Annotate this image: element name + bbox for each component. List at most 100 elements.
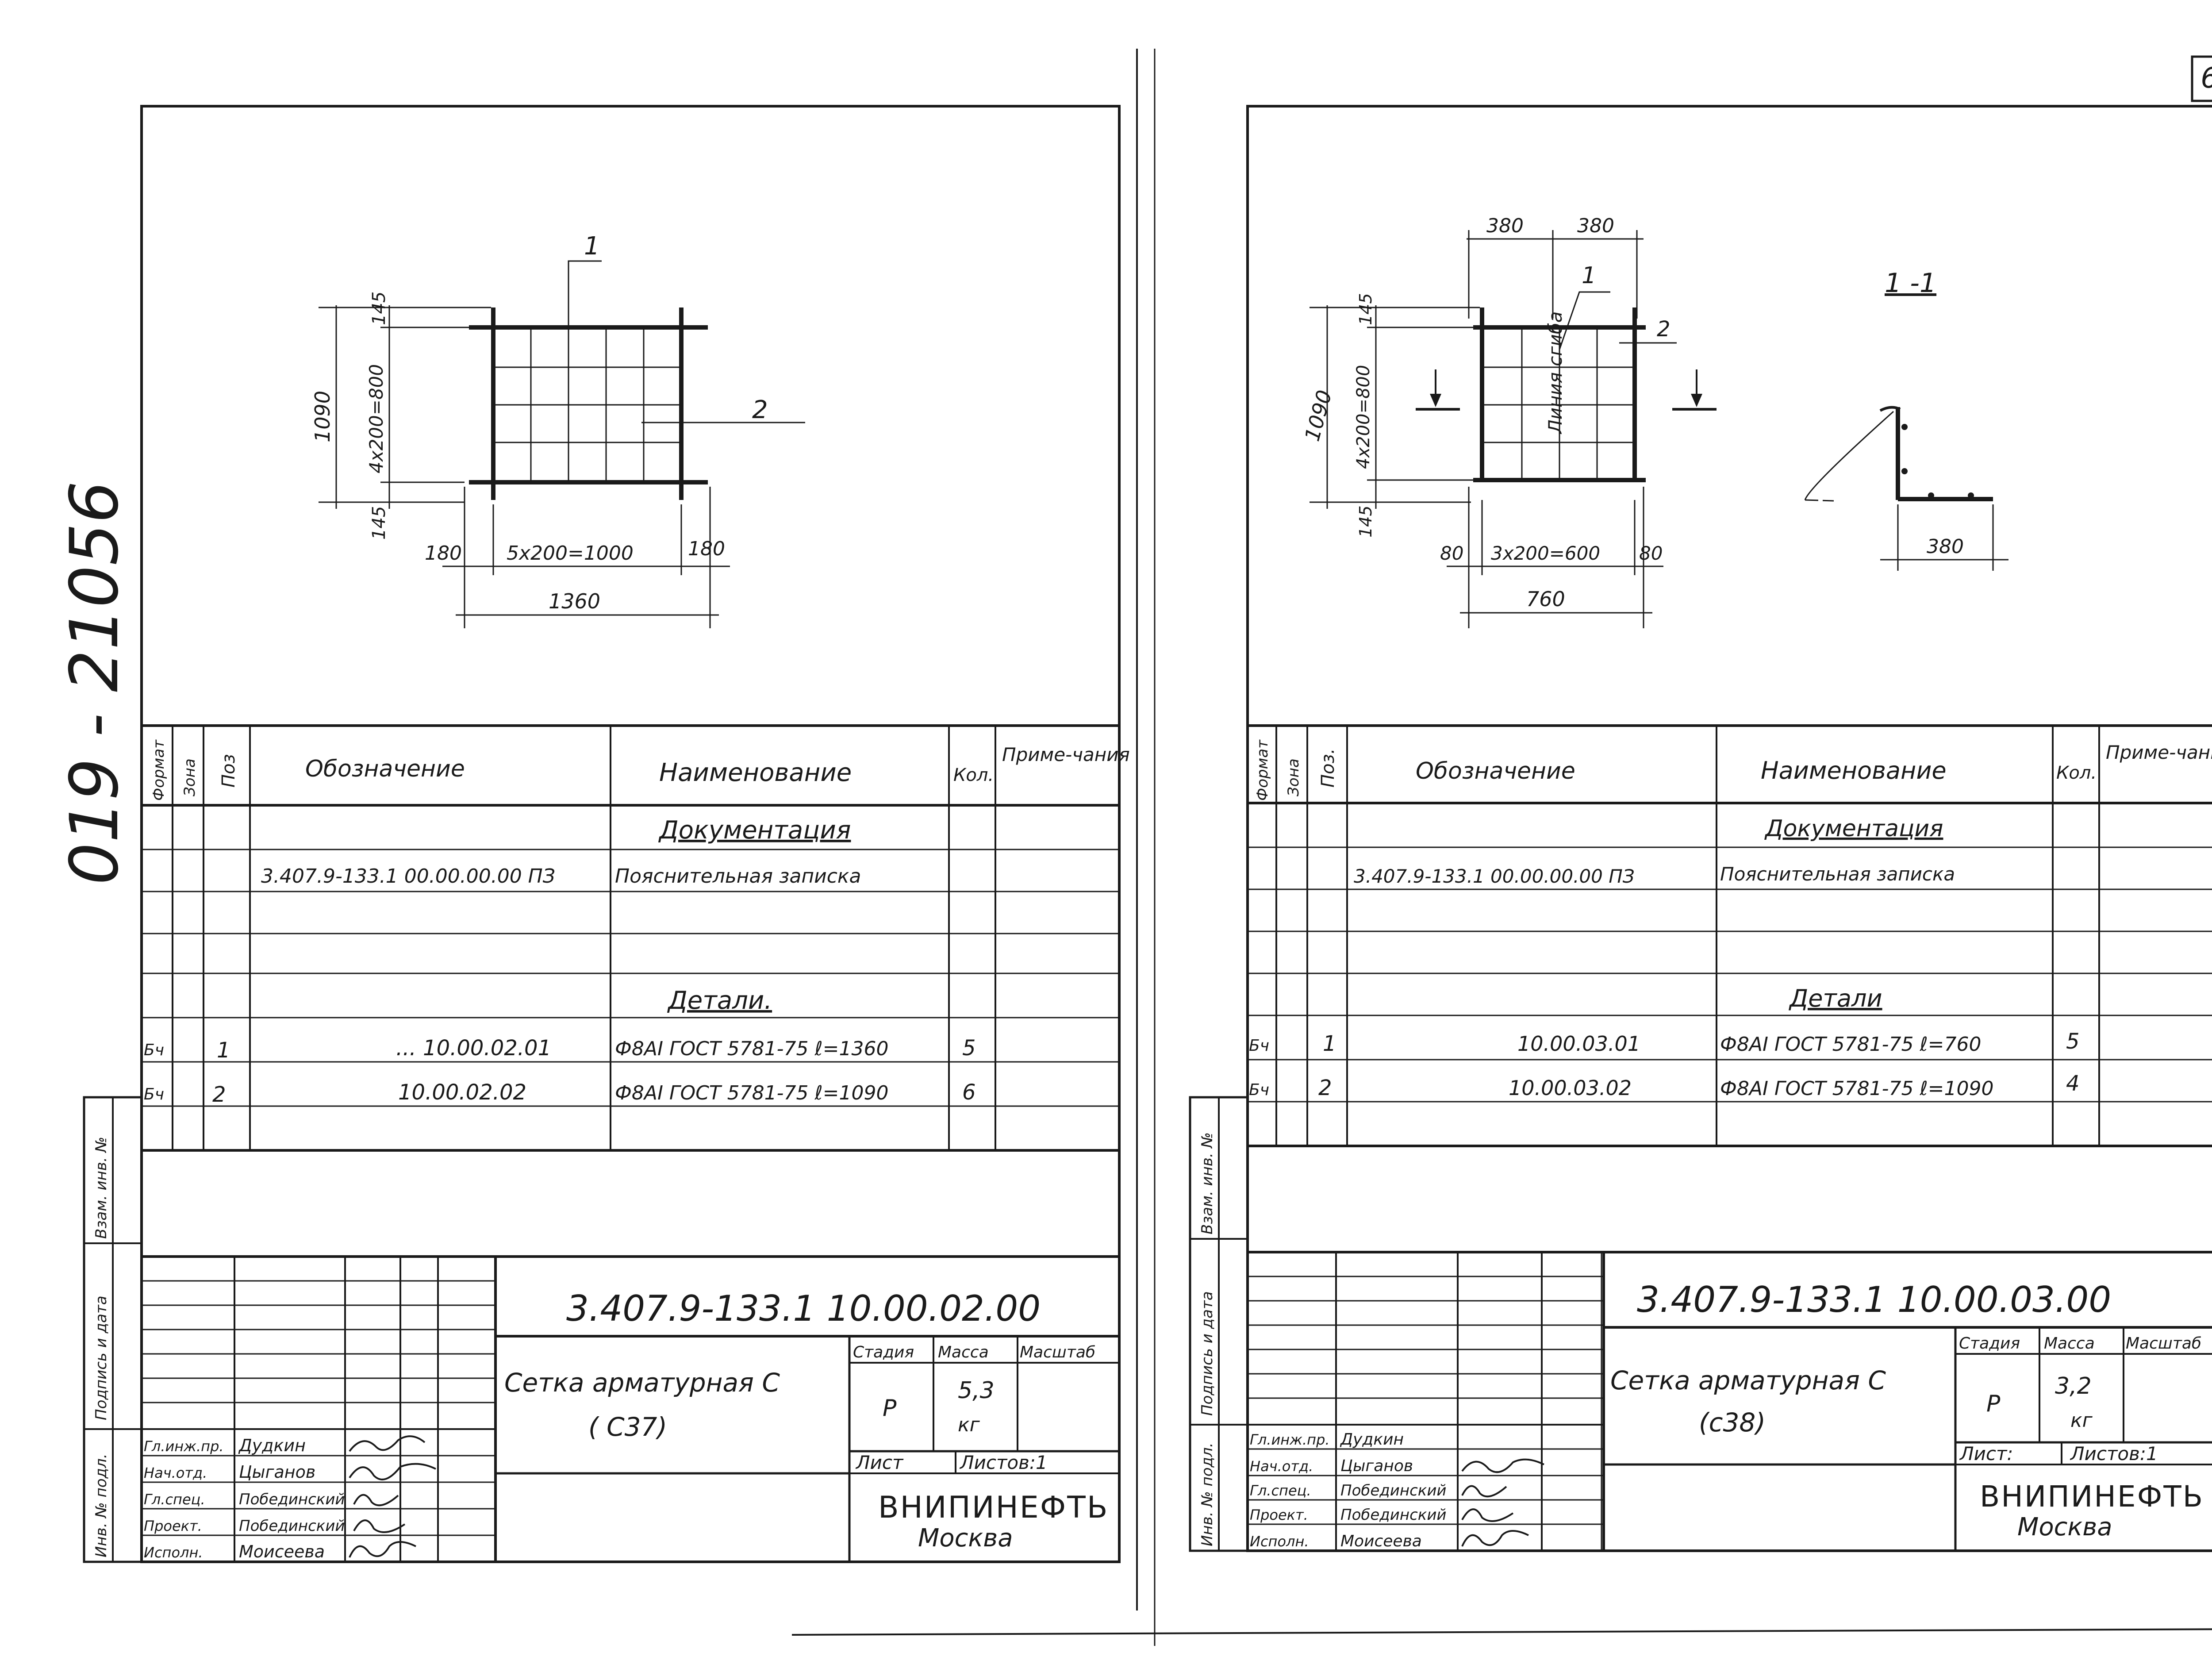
doc-row-naim: Пояснительная записка bbox=[1720, 863, 1955, 885]
row-2-poz: 2 bbox=[1318, 1076, 1332, 1100]
col-zona-header: Зона bbox=[181, 758, 199, 796]
dim-height-total: 1090 bbox=[1300, 388, 1336, 444]
name-2: Цыганов bbox=[1340, 1457, 1413, 1475]
row-1-kol: 5 bbox=[2066, 1029, 2080, 1054]
row-1-oboznach: 10.00.03.01 bbox=[1517, 1032, 1640, 1056]
name-1: Дудкин bbox=[238, 1436, 306, 1455]
dim-edge-top: 145 bbox=[1356, 293, 1375, 325]
pos-2-label: 2 bbox=[752, 396, 768, 424]
signature-row: Проект. Побединский bbox=[144, 1517, 406, 1535]
list-header: Лист bbox=[855, 1452, 904, 1473]
doc-code: 3.407.9-133.1 10.00.02.00 bbox=[566, 1288, 1041, 1329]
col-oboznach-header: Обозначение bbox=[1416, 758, 1575, 784]
right-title-block: Гл.инж.пр. Дудкин Нач.отд. Цыганов Гл.сп… bbox=[1248, 1251, 2212, 1551]
archive-number: 019 - 21056 bbox=[56, 481, 133, 885]
role-1: Гл.инж.пр. bbox=[1250, 1431, 1330, 1448]
col-kol-header: Кол. bbox=[953, 765, 994, 785]
org-name: ВНИПИНЕФТЬ bbox=[878, 1490, 1109, 1525]
signature-row: Гл.инж.пр. Дудкин bbox=[144, 1435, 426, 1455]
org-name: ВНИПИНЕФТЬ bbox=[1980, 1480, 2204, 1514]
mass-value: 3,2 bbox=[2055, 1373, 2092, 1399]
right-spec-table: Формат Зона Поз. Обозначение Наименовани… bbox=[1248, 724, 2212, 1147]
signature-mark bbox=[1461, 1458, 1544, 1473]
signature-row: Нач.отд. Цыганов bbox=[1250, 1457, 1544, 1475]
row-2-kol: 4 bbox=[2066, 1071, 2080, 1096]
row-2-oboznach: 10.00.03.02 bbox=[1509, 1076, 1632, 1100]
page-number: 63 bbox=[2200, 62, 2212, 95]
vzam-inv-label: Взам. инв. № bbox=[92, 1137, 110, 1239]
role-5: Исполн. bbox=[144, 1544, 203, 1561]
role-3: Гл.спец. bbox=[1250, 1482, 1311, 1499]
row-1-oboznach: ... 10.00.02.01 bbox=[396, 1036, 551, 1061]
right-sheet: Инв. № подл. Подпись и дата Взам. инв. №… bbox=[1189, 105, 2212, 1552]
lists-header: Листов:1 bbox=[2070, 1443, 2158, 1464]
col-oboznach-header: Обозначение bbox=[305, 756, 465, 782]
dim-height-total: 1090 bbox=[311, 391, 334, 442]
dim-edge-bottom: 145 bbox=[369, 506, 389, 540]
name-3: Побединский bbox=[1340, 1482, 1447, 1499]
stamp-subtitle: ( С37) bbox=[588, 1412, 667, 1442]
pos-1-label: 1 bbox=[1582, 262, 1596, 289]
role-4: Проект. bbox=[1250, 1507, 1308, 1523]
row-1-format: Бч bbox=[144, 1041, 164, 1059]
right-frame bbox=[1246, 105, 2212, 1552]
dim-width-total: 760 bbox=[1526, 587, 1565, 611]
row-2-naim: Ф8АI ГОСТ 5781-75 ℓ=1090 bbox=[1720, 1077, 1994, 1100]
fold-line-label: Линия сгиба bbox=[1544, 311, 1566, 434]
lists-header: Листов:1 bbox=[959, 1452, 1048, 1473]
signature-mark bbox=[1461, 1530, 1529, 1547]
dim-w-right: 380 bbox=[1577, 215, 1614, 237]
doc-code: 3.407.9-133.1 10.00.03.00 bbox=[1637, 1279, 2111, 1320]
stage-header: Стадия bbox=[853, 1343, 914, 1361]
table-row: Бч 2 10.00.03.02 Ф8АI ГОСТ 5781-75 ℓ=109… bbox=[1249, 1071, 2080, 1100]
col-prim-header: Приме-чания bbox=[2106, 742, 2212, 763]
col-naim-header: Наименование bbox=[659, 758, 852, 787]
left-spec-table: Формат Зона Поз Обозначение Наименование… bbox=[142, 724, 1130, 1152]
list-header: Лист: bbox=[1959, 1443, 2013, 1464]
row-2-format: Бч bbox=[1249, 1081, 1269, 1099]
org-city: Москва bbox=[2017, 1513, 2112, 1541]
section-label: 1 -1 bbox=[1885, 268, 1936, 299]
name-5: Моисеева bbox=[239, 1542, 325, 1561]
mass-value: 5,3 bbox=[958, 1377, 995, 1404]
name-1: Дудкин bbox=[1340, 1430, 1404, 1449]
row-2-kol: 6 bbox=[962, 1080, 976, 1105]
section-doc-heading: Документация bbox=[658, 816, 851, 845]
col-zona-header: Зона bbox=[1285, 758, 1302, 796]
signature-row: Нач.отд. Цыганов bbox=[144, 1462, 436, 1482]
role-3: Гл.спец. bbox=[144, 1491, 205, 1508]
signature-row: Проект. Побединский bbox=[1250, 1506, 1514, 1524]
signature-row: Гл.спец. Побединский bbox=[1250, 1482, 1507, 1499]
name-5: Моисеева bbox=[1340, 1532, 1422, 1550]
name-4: Побединский bbox=[239, 1517, 345, 1535]
right-side-strip: Инв. № подл. Подпись и дата Взам. инв. № bbox=[1189, 1096, 1249, 1552]
signature-mark bbox=[349, 1541, 416, 1558]
row-1-naim: Ф8АI ГОСТ 5781-75 ℓ=1360 bbox=[615, 1038, 889, 1060]
scale-header: Масштаб bbox=[2126, 1334, 2201, 1353]
col-prim-header: Приме-чания bbox=[1002, 744, 1130, 765]
dim-width-total: 1360 bbox=[549, 589, 600, 613]
inv-podl-label: Инв. № подл. bbox=[1198, 1442, 1216, 1546]
role-4: Проект. bbox=[144, 1518, 202, 1534]
signature-row: Исполн. Моисеева bbox=[144, 1541, 416, 1561]
podpis-data-label: Подпись и дата bbox=[1198, 1291, 1216, 1416]
row-2-format: Бч bbox=[144, 1085, 164, 1103]
name-4: Побединский bbox=[1340, 1506, 1447, 1524]
stamp-subtitle: (с38) bbox=[1699, 1407, 1766, 1438]
doc-row-oboznach: 3.407.9-133.1 00.00.00.00 ПЗ bbox=[261, 865, 555, 888]
role-5: Исполн. bbox=[1250, 1533, 1309, 1550]
left-sheet: Инв. № подл. Подпись и дата Взам. инв. №… bbox=[83, 105, 1130, 1563]
row-1-poz: 1 bbox=[1323, 1031, 1336, 1056]
row-1-kol: 5 bbox=[962, 1036, 976, 1061]
role-2: Нач.отд. bbox=[144, 1464, 207, 1481]
dim-right-off: 80 bbox=[1639, 542, 1663, 564]
col-format-header: Формат bbox=[150, 739, 168, 801]
row-1-format: Бч bbox=[1249, 1037, 1269, 1055]
table-row: Бч 1 ... 10.00.02.01 Ф8АI ГОСТ 5781-75 ℓ… bbox=[144, 1036, 976, 1063]
col-poz-header: Поз bbox=[219, 754, 239, 788]
right-mesh-drawing: Линия сгиба 1 2 380 380 bbox=[1300, 215, 2008, 628]
row-2-oboznach: 10.00.02.02 bbox=[398, 1080, 526, 1105]
page-number-box: 63 bbox=[2191, 55, 2212, 102]
dim-edge-top: 145 bbox=[369, 292, 389, 325]
